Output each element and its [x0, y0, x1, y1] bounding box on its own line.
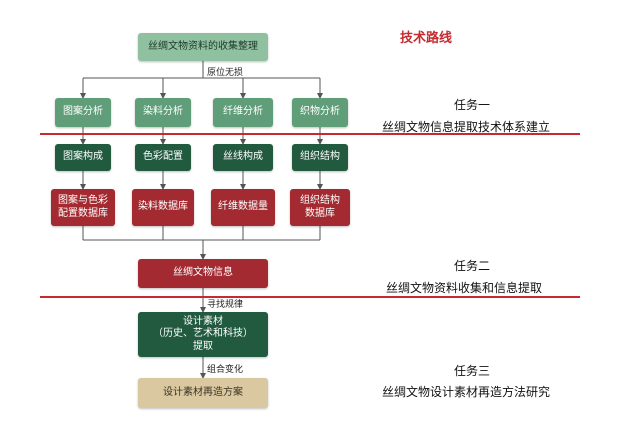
- final-reconstruction-box: 设计素材再造方案: [138, 378, 268, 408]
- database-box-dye: 染料数据库: [132, 189, 194, 226]
- composition-box-color: 色彩配置: [135, 144, 191, 171]
- task-1-title: 任务一: [454, 98, 491, 112]
- analysis-box-pattern: 图案分析: [55, 98, 111, 127]
- edge-label-in-situ: 原位无损: [207, 68, 244, 78]
- edge-label-combination: 组合变化: [207, 365, 244, 375]
- task-3-desc: 丝绸文物设计素材再造方法研究: [382, 385, 551, 399]
- composition-box-pattern: 图案构成: [55, 144, 111, 171]
- route-title: 技术路线: [400, 31, 453, 46]
- task-2-desc: 丝绸文物资料收集和信息提取: [386, 281, 543, 295]
- analysis-box-dye: 染料分析: [135, 98, 191, 127]
- database-box-weave: 组织结构 数据库: [290, 189, 350, 226]
- task-1-desc: 丝绸文物信息提取技术体系建立: [382, 120, 551, 134]
- top-collection-box: 丝绸文物资料的收集整理: [138, 33, 268, 61]
- analysis-box-fiber: 纤维分析: [213, 98, 273, 127]
- database-box-fiber: 纤维数据量: [211, 189, 275, 226]
- task-separator-2: [40, 296, 580, 298]
- analysis-box-fabric: 织物分析: [292, 98, 348, 127]
- composition-box-weave: 组织结构: [292, 144, 348, 171]
- composition-box-thread: 丝线构成: [213, 144, 273, 171]
- database-box-pattern-color: 图案与色彩 配置数据库: [51, 189, 115, 226]
- design-material-extract-box: 设计素材 （历史、艺术和科技） 提取: [138, 312, 268, 357]
- edge-label-find-patterns: 寻找规律: [207, 300, 244, 310]
- task-separator-1: [40, 133, 580, 135]
- silk-info-box: 丝绸文物信息: [138, 259, 268, 288]
- task-3-title: 任务三: [454, 364, 491, 378]
- task-2-title: 任务二: [454, 259, 491, 273]
